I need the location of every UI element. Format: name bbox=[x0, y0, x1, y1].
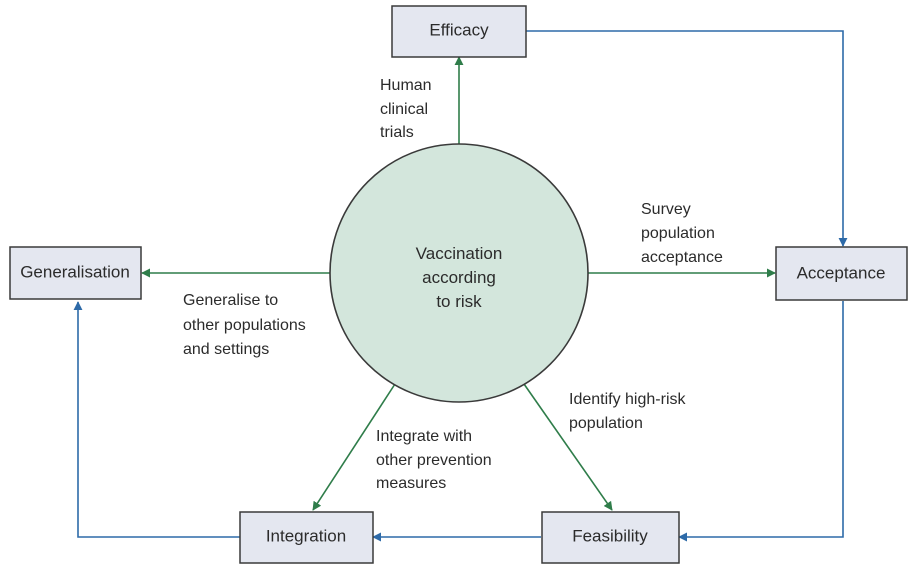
edge-label-line: Integrate with bbox=[376, 428, 472, 445]
center-label-line-2: according bbox=[422, 268, 496, 287]
edge-label-line: population bbox=[641, 225, 715, 242]
acceptance-node: Acceptance bbox=[775, 246, 908, 301]
generalisation-node: Generalisation bbox=[9, 246, 142, 300]
connector-integration-to-generalisation bbox=[73, 301, 240, 538]
integration-label: Integration bbox=[266, 526, 346, 545]
efficacy-label: Efficacy bbox=[429, 20, 489, 39]
edge-label-line: and settings bbox=[183, 341, 269, 358]
edge-label-integrate-with-other-prevention-measures: Integrate with other prevention measures bbox=[376, 428, 492, 492]
edge-label-line: Identify high-risk bbox=[569, 391, 686, 408]
connector-acceptance-to-feasibility bbox=[678, 301, 844, 542]
efficacy-node: Efficacy bbox=[391, 5, 527, 58]
acceptance-label: Acceptance bbox=[797, 263, 886, 282]
center-node: Vaccination according to risk bbox=[329, 143, 589, 403]
edge-label-line: Survey bbox=[641, 201, 691, 218]
arrow-center-to-integration bbox=[312, 383, 396, 511]
center-label-line-3: to risk bbox=[436, 292, 482, 311]
edge-label-human-clinical-trials: Human clinical trials bbox=[380, 77, 432, 141]
edge-label-line: other populations bbox=[183, 317, 306, 334]
integration-node: Integration bbox=[239, 511, 374, 564]
edge-label-line: other prevention bbox=[376, 452, 492, 469]
connector-efficacy-to-acceptance bbox=[526, 30, 848, 247]
edge-label-line: measures bbox=[376, 475, 446, 492]
edge-label-line: population bbox=[569, 415, 643, 432]
feasibility-node: Feasibility bbox=[541, 511, 680, 564]
edge-label-line: clinical bbox=[380, 101, 428, 118]
edge-label-line: trials bbox=[380, 124, 414, 141]
edge-label-line: acceptance bbox=[641, 249, 723, 266]
edge-label-line: Generalise to bbox=[183, 292, 278, 309]
edge-label-generalise-to-other-populations: Generalise to other populations and sett… bbox=[183, 292, 306, 358]
edge-label-identify-high-risk-population: Identify high-risk population bbox=[569, 391, 686, 432]
generalisation-label: Generalisation bbox=[20, 262, 130, 281]
center-label-line-1: Vaccination bbox=[416, 244, 503, 263]
arrow-center-to-feasibility bbox=[523, 383, 613, 511]
edge-label-line: Human bbox=[380, 77, 432, 94]
edge-label-survey-population-acceptance: Survey population acceptance bbox=[641, 201, 723, 266]
feasibility-label: Feasibility bbox=[572, 526, 648, 545]
